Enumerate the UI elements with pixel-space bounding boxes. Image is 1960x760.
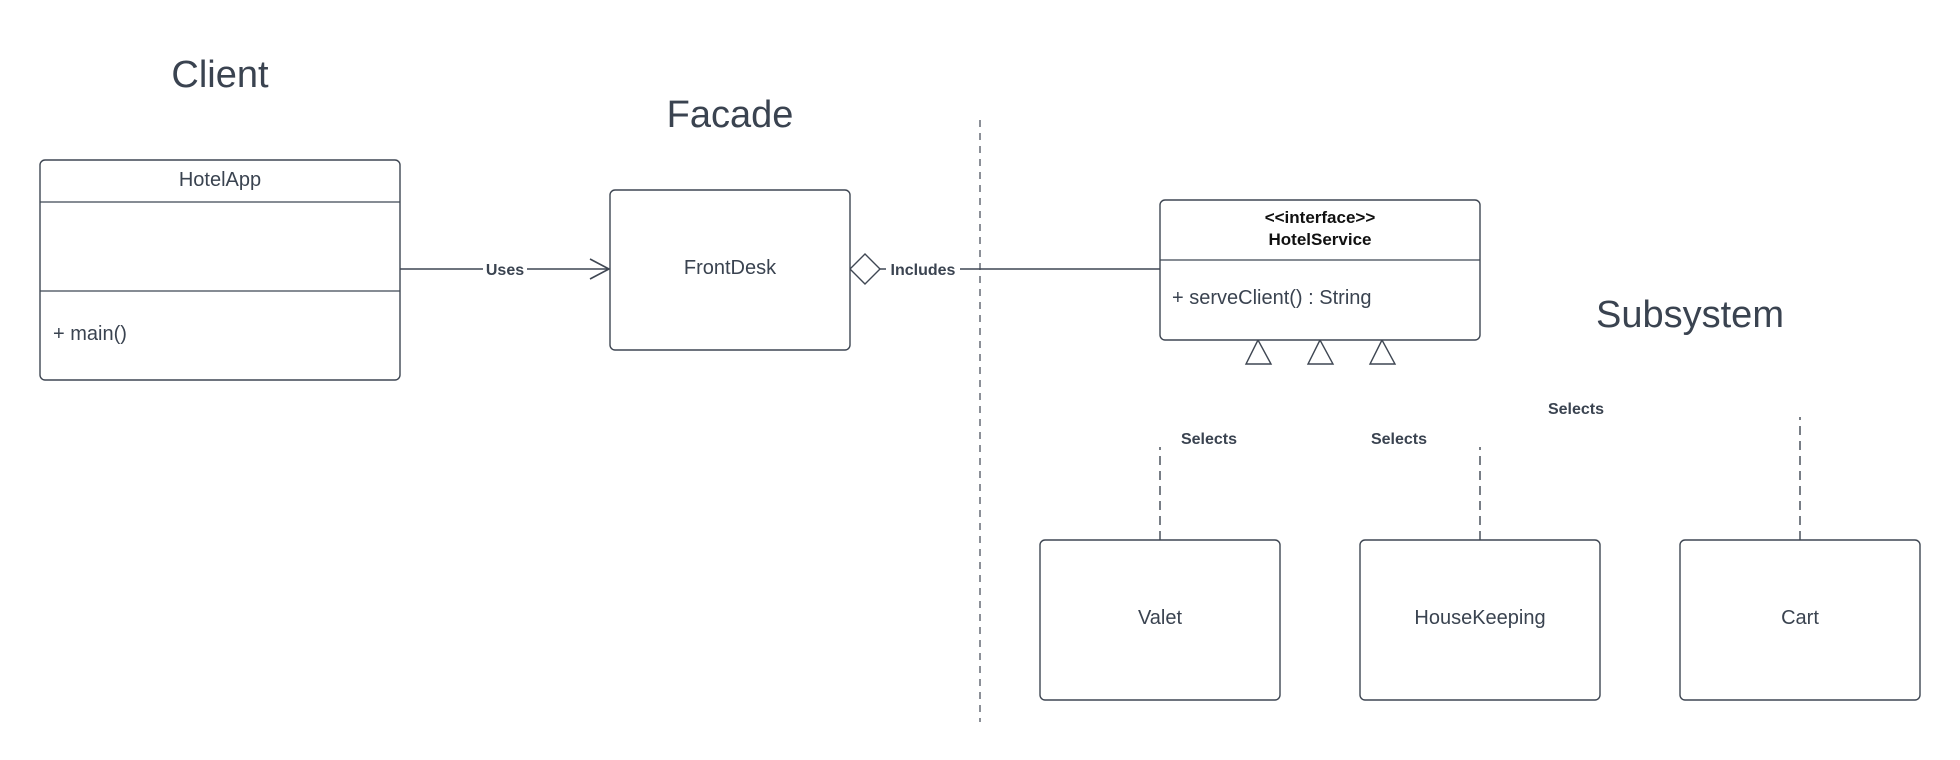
group-title-facade: Facade (667, 94, 794, 136)
interface-hotelservice[interactable]: <<interface>> HotelService + serveClient… (1159, 199, 1481, 341)
hotelservice-box (1159, 199, 1481, 341)
realization-triangle-icon (1306, 338, 1335, 365)
cart-realization[interactable]: Selects (1368, 338, 1801, 540)
hotelservice-stereotype: <<interface>> (1265, 208, 1376, 227)
cart-selects-label: Selects (1548, 401, 1604, 418)
housekeeping-box (1359, 539, 1601, 701)
aggregation-diamond-icon (849, 253, 881, 285)
class-hotelapp[interactable]: HotelApp + main() (39, 159, 401, 381)
realization-triangle-icon (1244, 338, 1273, 365)
valet-box (1039, 539, 1281, 701)
class-valet[interactable]: Valet (1039, 539, 1281, 701)
uses-label: Uses (486, 262, 524, 279)
frontdesk-name: FrontDesk (684, 257, 777, 279)
hotelservice-name: HotelService (1269, 230, 1372, 249)
uses-relation[interactable]: Uses (400, 258, 611, 280)
housekeeping-selects-label-bg (1367, 428, 1431, 450)
cart-selects-label-bg (1544, 398, 1608, 420)
class-frontdesk[interactable]: FrontDesk (609, 189, 851, 351)
uses-label-bg (483, 258, 527, 280)
hotelapp-box (39, 159, 401, 381)
hotelapp-name: HotelApp (179, 169, 261, 191)
valet-selects-label: Selects (1181, 431, 1237, 448)
housekeeping-name: HouseKeeping (1414, 607, 1545, 629)
frontdesk-box (609, 189, 851, 351)
cart-name: Cart (1781, 607, 1819, 629)
hotelapp-method-main: + main() (53, 323, 127, 345)
valet-selects-label-bg (1177, 428, 1241, 450)
cart-box (1679, 539, 1921, 701)
group-title-client: Client (171, 54, 269, 96)
realization-triangle-icon (1368, 338, 1397, 365)
includes-relation[interactable]: Includes (849, 253, 1160, 285)
includes-label-bg (886, 258, 960, 280)
housekeeping-selects-label: Selects (1371, 431, 1427, 448)
group-title-subsystem: Subsystem (1596, 294, 1784, 336)
class-cart[interactable]: Cart (1679, 539, 1921, 701)
open-arrow-icon (589, 258, 611, 280)
hotelservice-method-serveclient: + serveClient() : String (1172, 287, 1372, 309)
valet-name: Valet (1138, 607, 1183, 629)
housekeeping-realization[interactable]: Selects (1306, 338, 1481, 540)
valet-realization[interactable]: Selects (1159, 338, 1273, 540)
includes-label: Includes (891, 262, 956, 279)
class-housekeeping[interactable]: HouseKeeping (1359, 539, 1601, 701)
